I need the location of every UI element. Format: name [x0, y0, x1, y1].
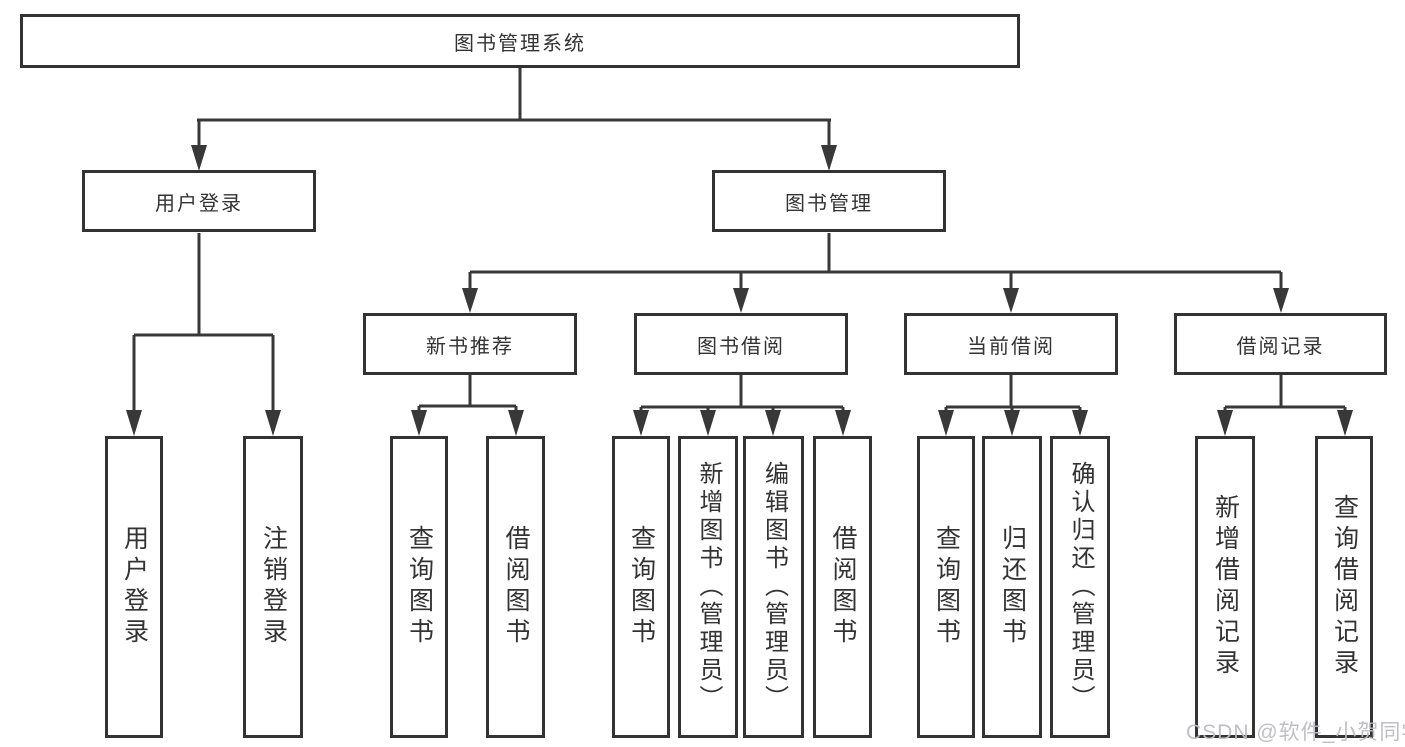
node-user-login: 用户登录 — [82, 170, 316, 232]
leaf-query-books-current: 查询图书 — [917, 436, 975, 738]
node-current-borrowing-label: 当前借阅 — [967, 335, 1055, 358]
leaf-borrow-books-recommend-label: 借阅图书 — [502, 525, 530, 649]
leaf-logout-label: 注销登录 — [259, 525, 288, 649]
node-borrowing-records: 借阅记录 — [1174, 313, 1387, 375]
node-root-system: 图书管理系统 — [20, 14, 1020, 68]
node-borrowing-records-label: 借阅记录 — [1236, 335, 1325, 358]
leaf-query-books-current-label: 查询图书 — [932, 525, 961, 649]
leaf-add-borrow-record-label: 新增借阅记录 — [1211, 494, 1240, 680]
leaf-user-login-label: 用户登录 — [120, 525, 149, 649]
arrowheads — [126, 145, 1353, 436]
leaf-user-login: 用户登录 — [105, 436, 163, 738]
connector-path — [132, 68, 1347, 412]
leaf-query-borrow-record: 查询借阅记录 — [1315, 436, 1373, 738]
leaf-edit-book-admin-label: 编辑图书（管理员） — [760, 461, 788, 713]
node-book-borrowing-label: 图书借阅 — [697, 335, 785, 358]
leaf-return-books: 归还图书 — [982, 436, 1042, 738]
leaf-query-books-borrow: 查询图书 — [612, 436, 670, 738]
leaf-borrow-books-borrow: 借阅图书 — [813, 436, 872, 738]
leaf-confirm-return-admin: 确认归还（管理员） — [1050, 436, 1110, 738]
node-book-borrowing: 图书借阅 — [634, 313, 848, 375]
csdn-watermark: CSDN @软件_小贺同学 — [1186, 721, 1405, 744]
leaf-query-books-recommend-label: 查询图书 — [405, 525, 434, 649]
node-book-management-label: 图书管理 — [785, 192, 873, 215]
node-current-borrowing: 当前借阅 — [904, 313, 1118, 375]
node-book-management: 图书管理 — [712, 170, 946, 232]
node-new-book-recommend-label: 新书推荐 — [426, 335, 514, 358]
leaf-return-books-label: 归还图书 — [998, 525, 1027, 649]
leaf-borrow-books-recommend: 借阅图书 — [486, 436, 545, 738]
leaf-add-book-admin-label: 新增图书（管理员） — [695, 461, 722, 713]
leaf-edit-book-admin: 编辑图书（管理员） — [743, 436, 804, 738]
node-root-label: 图书管理系统 — [454, 32, 586, 55]
leaf-confirm-return-admin-label: 确认归还（管理员） — [1067, 461, 1094, 713]
leaf-add-borrow-record: 新增借阅记录 — [1195, 436, 1255, 738]
leaf-query-books-borrow-label: 查询图书 — [627, 525, 656, 649]
leaf-query-books-recommend: 查询图书 — [390, 436, 448, 738]
node-new-book-recommend: 新书推荐 — [363, 313, 577, 375]
node-user-login-label: 用户登录 — [155, 192, 243, 215]
leaf-query-borrow-record-label: 查询借阅记录 — [1330, 494, 1359, 680]
leaf-logout: 注销登录 — [243, 436, 303, 738]
leaf-add-book-admin: 新增图书（管理员） — [678, 436, 738, 738]
leaf-borrow-books-borrow-label: 借阅图书 — [829, 525, 857, 649]
